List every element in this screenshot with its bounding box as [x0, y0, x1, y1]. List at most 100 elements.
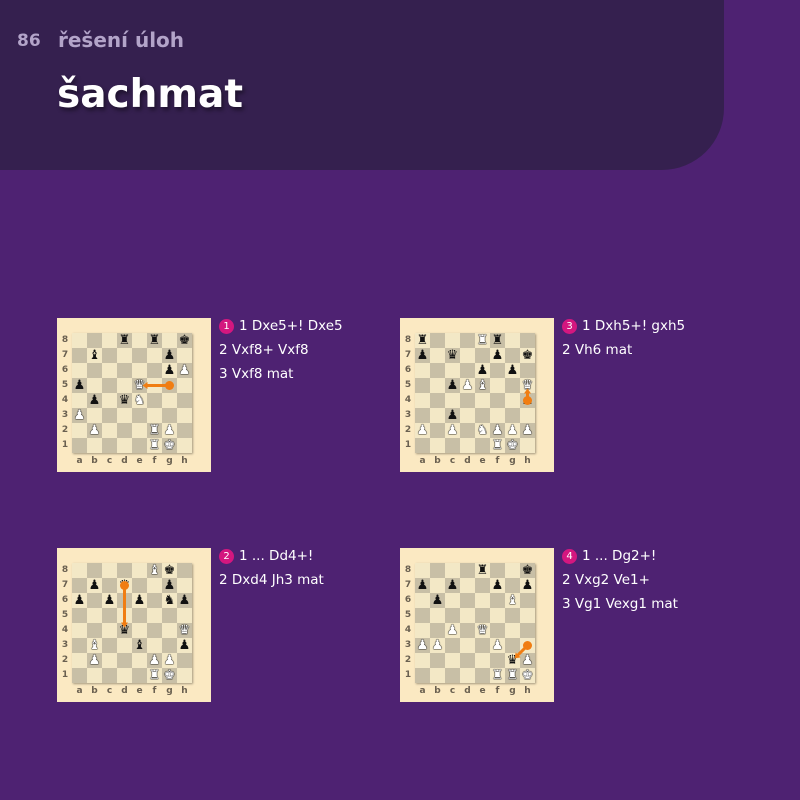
square-d4 [460, 623, 475, 638]
square-a3: ♟ [72, 408, 87, 423]
rank-label: 3 [404, 640, 412, 650]
square-f4 [490, 393, 505, 408]
square-a1 [415, 438, 430, 453]
square-b8 [430, 333, 445, 348]
file-label: a [76, 686, 83, 696]
square-h8 [177, 563, 192, 578]
square-e4 [475, 393, 490, 408]
white-pawn-icon: ♟ [491, 423, 504, 438]
white-pawn-icon: ♟ [163, 653, 176, 668]
square-b5 [87, 608, 102, 623]
white-queen-icon: ♛ [133, 378, 146, 393]
rank-label: 2 [404, 425, 412, 435]
square-h1 [177, 668, 192, 683]
square-f2 [490, 653, 505, 668]
square-b1 [87, 668, 102, 683]
square-e1 [475, 438, 490, 453]
white-king-icon: ♚ [506, 438, 519, 453]
square-c3 [445, 638, 460, 653]
arrow-origin-dot [165, 381, 174, 390]
black-king-icon: ♚ [521, 563, 534, 578]
square-f6 [147, 363, 162, 378]
square-d8 [460, 563, 475, 578]
square-b2: ♟ [87, 423, 102, 438]
square-d2 [117, 653, 132, 668]
move-arrow [120, 581, 129, 628]
rank-label: 5 [61, 380, 69, 390]
white-pawn-icon: ♟ [521, 653, 534, 668]
square-c3 [102, 408, 117, 423]
square-c8 [445, 333, 460, 348]
square-e3 [132, 408, 147, 423]
square-a6: ♟ [72, 593, 87, 608]
square-a8 [72, 333, 87, 348]
square-e2 [132, 423, 147, 438]
solution-line: 3 Vxf8 mat [219, 366, 399, 390]
arrow-head [514, 652, 521, 659]
square-a5 [415, 378, 430, 393]
square-e1 [132, 668, 147, 683]
square-f2: ♟ [490, 423, 505, 438]
rank-label: 6 [61, 595, 69, 605]
square-f5 [490, 608, 505, 623]
square-e7 [475, 578, 490, 593]
rank-label: 8 [404, 335, 412, 345]
square-f2: ♜ [147, 423, 162, 438]
square-d8 [117, 563, 132, 578]
arrow-origin-dot [120, 581, 129, 590]
file-label: h [524, 686, 531, 696]
square-g8 [505, 563, 520, 578]
square-h6: ♟ [177, 363, 192, 378]
square-e1 [132, 438, 147, 453]
square-b2: ♟ [87, 653, 102, 668]
solution-move: 1 Dxe5+! Dxe5 [239, 318, 343, 334]
white-bishop-icon: ♝ [148, 563, 161, 578]
square-g1: ♚ [505, 438, 520, 453]
white-pawn-icon: ♟ [431, 638, 444, 653]
square-g7 [505, 578, 520, 593]
square-e8 [132, 333, 147, 348]
white-pawn-icon: ♟ [163, 423, 176, 438]
square-a6 [72, 363, 87, 378]
square-a4 [415, 393, 430, 408]
square-f3 [147, 408, 162, 423]
square-g3 [162, 638, 177, 653]
black-bishop-icon: ♝ [88, 348, 101, 363]
square-a3 [415, 408, 430, 423]
square-e4: ♞ [132, 393, 147, 408]
square-c6 [445, 593, 460, 608]
white-bishop-icon: ♝ [476, 378, 489, 393]
solution-move: 1 ... Dd4+! [239, 548, 314, 564]
rank-label: 4 [61, 625, 69, 635]
square-f7: ♟ [490, 578, 505, 593]
rank-label: 6 [404, 365, 412, 375]
rank-label: 5 [404, 610, 412, 620]
file-label: c [106, 456, 113, 466]
square-f5 [490, 378, 505, 393]
white-pawn-icon: ♟ [521, 423, 534, 438]
square-f7 [147, 348, 162, 363]
square-e6: ♟ [132, 593, 147, 608]
square-b5 [87, 378, 102, 393]
black-pawn-icon: ♟ [446, 578, 459, 593]
square-a4 [415, 623, 430, 638]
square-a2 [415, 653, 430, 668]
square-d3 [460, 638, 475, 653]
white-rook-icon: ♜ [148, 438, 161, 453]
white-pawn-icon: ♟ [446, 623, 459, 638]
file-label: f [495, 686, 500, 696]
black-king-icon: ♚ [163, 563, 176, 578]
square-g2: ♟ [162, 423, 177, 438]
square-e7 [132, 578, 147, 593]
square-h5 [177, 608, 192, 623]
file-label: f [152, 456, 157, 466]
white-knight-icon: ♞ [476, 423, 489, 438]
square-e7 [132, 348, 147, 363]
square-h7 [177, 578, 192, 593]
square-h8: ♚ [520, 563, 535, 578]
rank-label: 3 [61, 640, 69, 650]
black-rook-icon: ♜ [476, 563, 489, 578]
square-f6 [490, 363, 505, 378]
square-d2 [460, 423, 475, 438]
